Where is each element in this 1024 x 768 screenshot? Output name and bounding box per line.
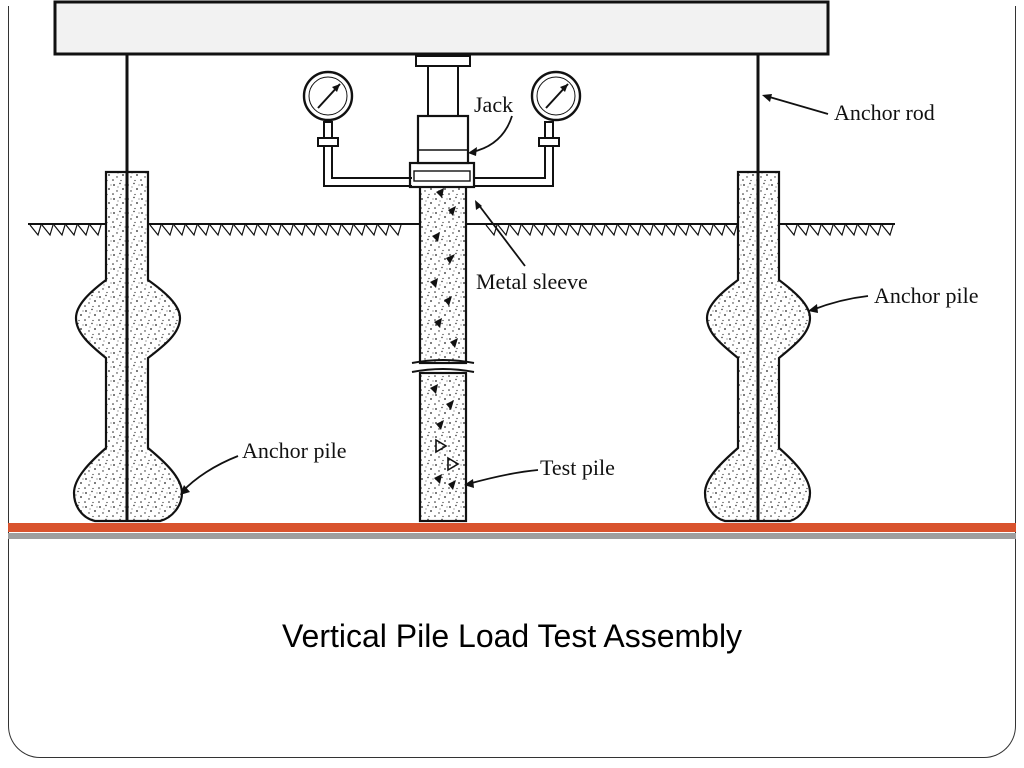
pressure-gauge-right-icon [530, 70, 582, 122]
pressure-gauge-left-icon [302, 70, 354, 122]
label-jack: Jack [474, 92, 513, 117]
label-anchor-rod: Anchor rod [834, 100, 935, 125]
hydraulic-jack [415, 55, 471, 165]
leader-metal-sleeve [477, 203, 526, 267]
gray-band [8, 533, 1016, 539]
leader-anchor-rod [765, 95, 829, 115]
label-anchor-pile-right: Anchor pile [874, 283, 978, 308]
label-metal-sleeve: Metal sleeve [476, 269, 588, 294]
leader-jack [471, 115, 513, 153]
leader-lines [180, 94, 869, 495]
pressure-piping [317, 121, 560, 187]
slide-frame [8, 6, 1016, 758]
leader-anchor-pile-right [811, 295, 869, 311]
leader-anchor-pile-left [181, 455, 239, 493]
metal-sleeve [408, 161, 476, 189]
accent-band [8, 523, 1016, 532]
leader-test-pile [467, 469, 539, 485]
label-anchor-pile-left: Anchor pile [242, 438, 346, 463]
test-pile [411, 176, 475, 523]
label-test-pile: Test pile [540, 455, 615, 480]
reaction-beam [53, 0, 830, 56]
slide-caption: Vertical Pile Load Test Assembly [281, 618, 743, 654]
